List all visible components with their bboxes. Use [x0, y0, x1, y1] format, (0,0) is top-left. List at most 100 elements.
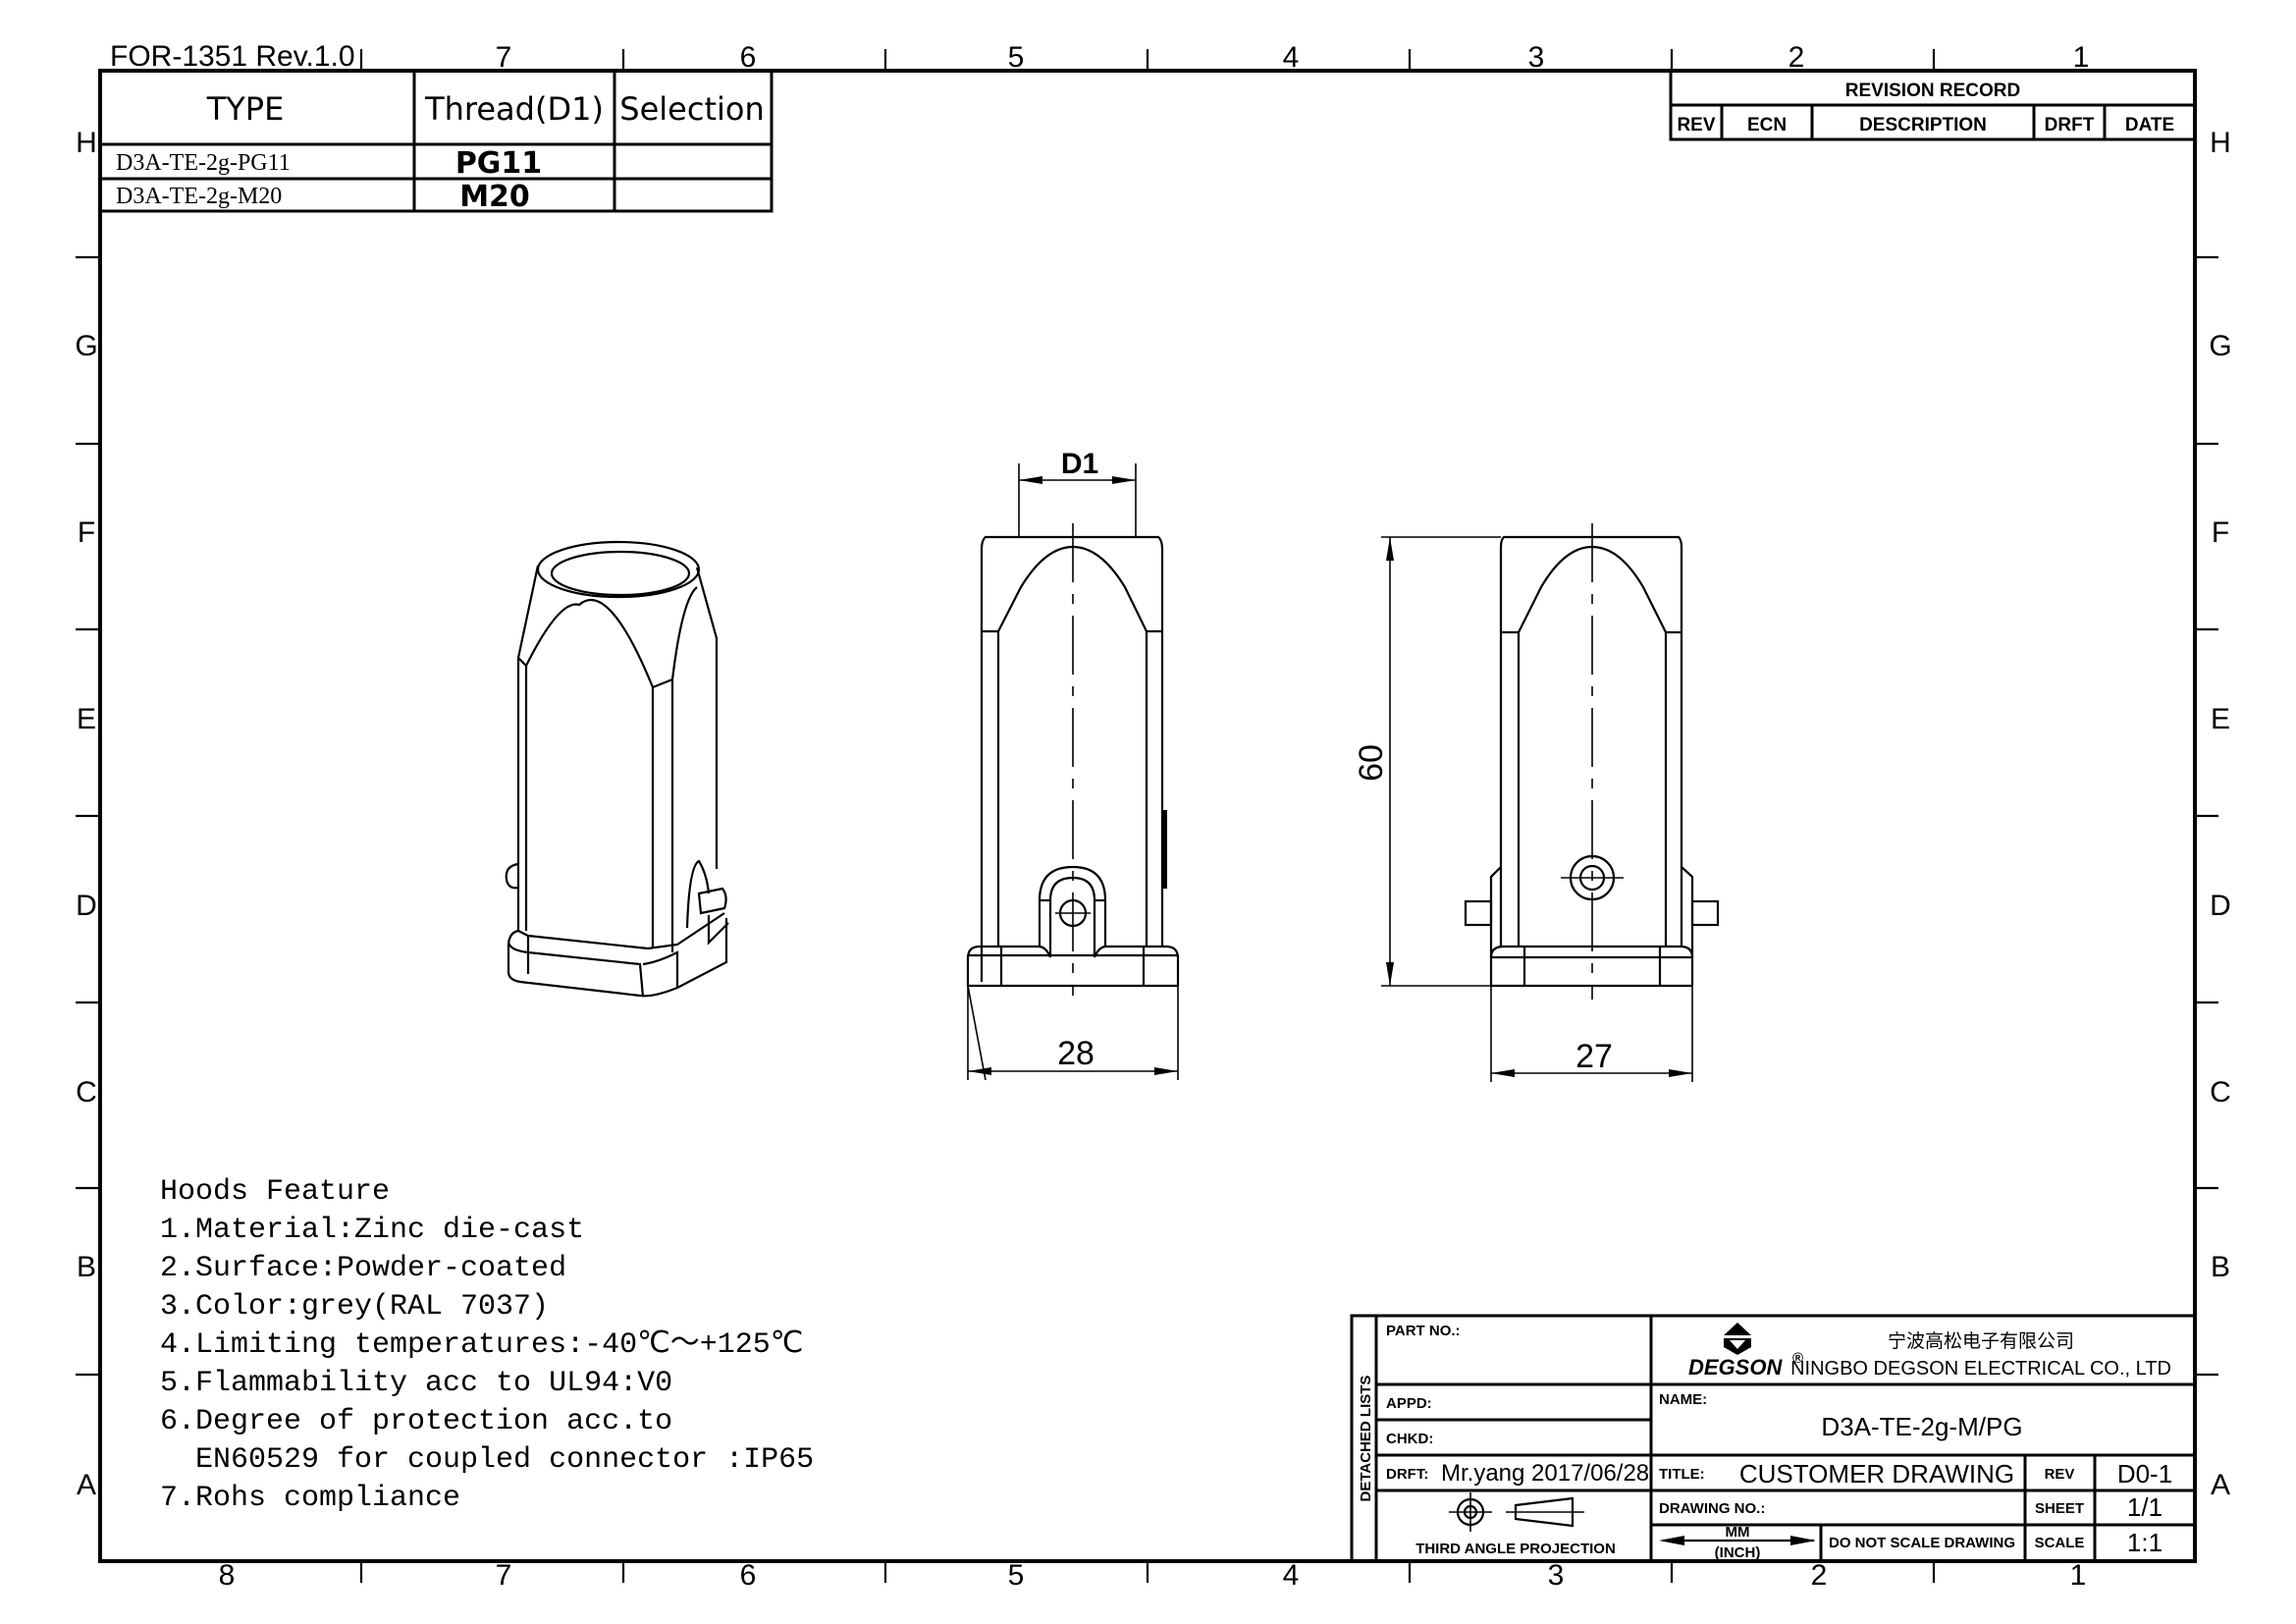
svg-text:2: 2 — [1811, 1559, 1828, 1592]
front-view — [966, 523, 1180, 996]
svg-text:D: D — [76, 890, 97, 922]
units-inch: (INCH) — [1715, 1544, 1761, 1561]
note-item: 6.Degree of protection acc.to — [160, 1405, 672, 1438]
svg-text:8: 8 — [219, 1559, 236, 1592]
appd-label: APPD: — [1386, 1395, 1432, 1412]
form-id: FOR-1351 Rev.1.0 — [110, 40, 355, 73]
svg-text:DRFT: DRFT — [2045, 115, 2095, 135]
svg-text:4: 4 — [1283, 41, 1300, 74]
note-item: 4.Limiting temperatures:-40℃～+125℃ — [160, 1328, 803, 1362]
row-thread: PG11 — [455, 146, 542, 181]
svg-text:3: 3 — [1548, 1559, 1565, 1592]
svg-text:6: 6 — [740, 1559, 757, 1592]
title-value: CUSTOMER DRAWING — [1739, 1459, 2014, 1489]
note-item: EN60529 for coupled connector :IP65 — [160, 1443, 814, 1477]
units-mm: MM — [1726, 1524, 1750, 1541]
bottom-zone-labels: 8 7 6 5 4 3 2 1 — [219, 1559, 2087, 1592]
title-block: DETACHED LISTS PART NO.: APPD: CHKD: DRF… — [1350, 1314, 2197, 1563]
svg-text:F: F — [78, 516, 95, 549]
isometric-view — [505, 540, 729, 998]
feature-notes: Hoods Feature 1.Material:Zinc die-cast 2… — [160, 1175, 814, 1515]
right-zone-labels: H G F E D C B A — [2209, 127, 2231, 1501]
chkd-label: CHKD: — [1386, 1431, 1433, 1447]
drawing-no-field[interactable] — [1767, 1493, 2022, 1523]
svg-text:B: B — [77, 1251, 96, 1283]
svg-text:3: 3 — [1528, 41, 1545, 74]
company-name-en: NINGBO DEGSON ELECTRICAL CO., LTD — [1790, 1358, 2171, 1380]
dimension-height: 60 — [1353, 536, 1501, 987]
side-zone-ticks — [76, 255, 2218, 1377]
svg-text:C: C — [76, 1076, 97, 1109]
dimension-front-width: 28 — [967, 985, 1179, 1081]
side-width-label: 27 — [1575, 1038, 1613, 1075]
note-item: 7.Rohs compliance — [160, 1482, 460, 1515]
svg-text:H: H — [76, 127, 97, 159]
svg-text:7: 7 — [496, 1559, 512, 1592]
note-item: 2.Surface:Powder-coated — [160, 1252, 566, 1285]
d1-label: D1 — [1061, 448, 1098, 480]
third-angle-projection-icon — [1449, 1492, 1584, 1532]
sheet-label: SHEET — [2035, 1500, 2084, 1517]
degson-logo-icon — [1724, 1323, 1751, 1355]
row-thread: M20 — [459, 180, 530, 214]
row-type: D3A-TE-2g-M20 — [116, 184, 282, 209]
part-no-label: PART NO.: — [1386, 1323, 1461, 1339]
side-view — [1464, 523, 1720, 1000]
note-item: 3.Color:grey(RAL 7037) — [160, 1290, 549, 1324]
svg-text:B: B — [2211, 1251, 2230, 1283]
svg-text:G: G — [75, 330, 97, 362]
top-zone-ticks — [359, 49, 1936, 71]
header-selection: Selection — [619, 90, 764, 128]
svg-text:7: 7 — [496, 41, 512, 74]
selection-cell-pg11[interactable] — [618, 147, 768, 177]
title-label: TITLE: — [1659, 1466, 1705, 1483]
svg-text:1: 1 — [2073, 41, 2090, 74]
svg-text:D: D — [2210, 890, 2231, 922]
units-arrow-icon — [1659, 1536, 1816, 1545]
svg-text:5: 5 — [1008, 1559, 1025, 1592]
front-width-label: 28 — [1057, 1035, 1095, 1072]
left-zone-labels: H G F E D C B A — [75, 127, 97, 1501]
drawing-no-label: DRAWING NO.: — [1659, 1500, 1765, 1517]
height-label: 60 — [1353, 744, 1390, 782]
registered-mark: ® — [1792, 1350, 1803, 1367]
svg-text:REV: REV — [1677, 115, 1715, 135]
svg-text:A: A — [2211, 1469, 2230, 1501]
svg-text:E: E — [2211, 703, 2230, 735]
company-logo-text: DEGSON — [1688, 1355, 1783, 1380]
rev-value: D0-1 — [2117, 1459, 2172, 1489]
svg-text:DESCRIPTION: DESCRIPTION — [1859, 115, 1987, 135]
svg-text:6: 6 — [740, 41, 757, 74]
svg-text:5: 5 — [1008, 41, 1025, 74]
selection-table: TYPE Thread(D1) Selection D3A-TE-2g-PG11… — [98, 69, 774, 214]
company-name-cn: 宁波高松电子有限公司 — [1888, 1330, 2074, 1352]
note-item: 1.Material:Zinc die-cast — [160, 1214, 584, 1247]
selection-cell-m20[interactable] — [618, 182, 768, 209]
svg-text:2: 2 — [1789, 41, 1805, 74]
drft-value: Mr.yang 2017/06/28 — [1441, 1460, 1649, 1487]
revision-record-table: REVISION RECORD REV ECN DESCRIPTION DRFT… — [1669, 69, 2197, 141]
note-item: 5.Flammability acc to UL94:V0 — [160, 1367, 672, 1400]
svg-text:A: A — [77, 1469, 96, 1501]
scale-label: SCALE — [2035, 1535, 2085, 1551]
dimension-side-width: 27 — [1490, 986, 1693, 1082]
do-not-scale-label: DO NOT SCALE DRAWING — [1829, 1535, 2015, 1551]
svg-text:F: F — [2212, 516, 2229, 549]
notes-title: Hoods Feature — [160, 1175, 390, 1209]
svg-text:G: G — [2209, 330, 2231, 362]
svg-text:ECN: ECN — [1747, 115, 1787, 135]
svg-text:E: E — [77, 703, 96, 735]
scale-value: 1:1 — [2127, 1528, 2163, 1557]
dimension-d1: D1 — [1018, 448, 1137, 537]
part-no-field[interactable] — [1378, 1339, 1649, 1382]
detached-lists-label: DETACHED LISTS — [1358, 1376, 1374, 1502]
sheet-value: 1/1 — [2127, 1492, 2163, 1522]
top-zone-labels: 7 6 5 4 3 2 1 — [496, 41, 2090, 74]
svg-text:DATE: DATE — [2125, 115, 2174, 135]
name-value: D3A-TE-2g-M/PG — [1821, 1412, 2022, 1441]
projection-label: THIRD ANGLE PROJECTION — [1415, 1541, 1616, 1557]
name-label: NAME: — [1659, 1391, 1707, 1408]
header-thread: Thread(D1) — [424, 90, 604, 128]
row-type: D3A-TE-2g-PG11 — [116, 150, 291, 176]
